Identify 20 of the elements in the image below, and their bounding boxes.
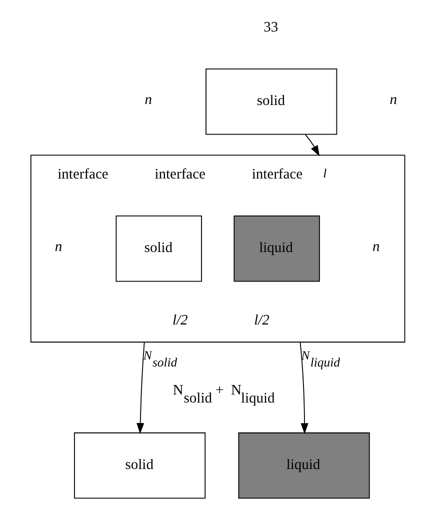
cluster (30, 154, 406, 343)
node-label: n (144, 92, 152, 108)
node-box: solid (74, 432, 206, 499)
label: l/2 (172, 312, 188, 329)
node-label: n (54, 239, 62, 256)
label: interface (58, 166, 108, 183)
arrow (136, 342, 145, 434)
node-box: liquid (238, 432, 370, 499)
node-label: n (372, 239, 380, 256)
node-label: n (390, 92, 398, 108)
edge-label: l (323, 166, 327, 181)
label: 33 (264, 20, 278, 36)
node-box: solid (116, 216, 202, 282)
arrow (304, 134, 320, 156)
node-box: solid (206, 68, 338, 135)
node-box: liquid (234, 216, 320, 282)
label: interface (154, 166, 206, 183)
label: l/2 (254, 312, 270, 329)
arrow (300, 342, 308, 434)
label: interface (252, 166, 303, 183)
